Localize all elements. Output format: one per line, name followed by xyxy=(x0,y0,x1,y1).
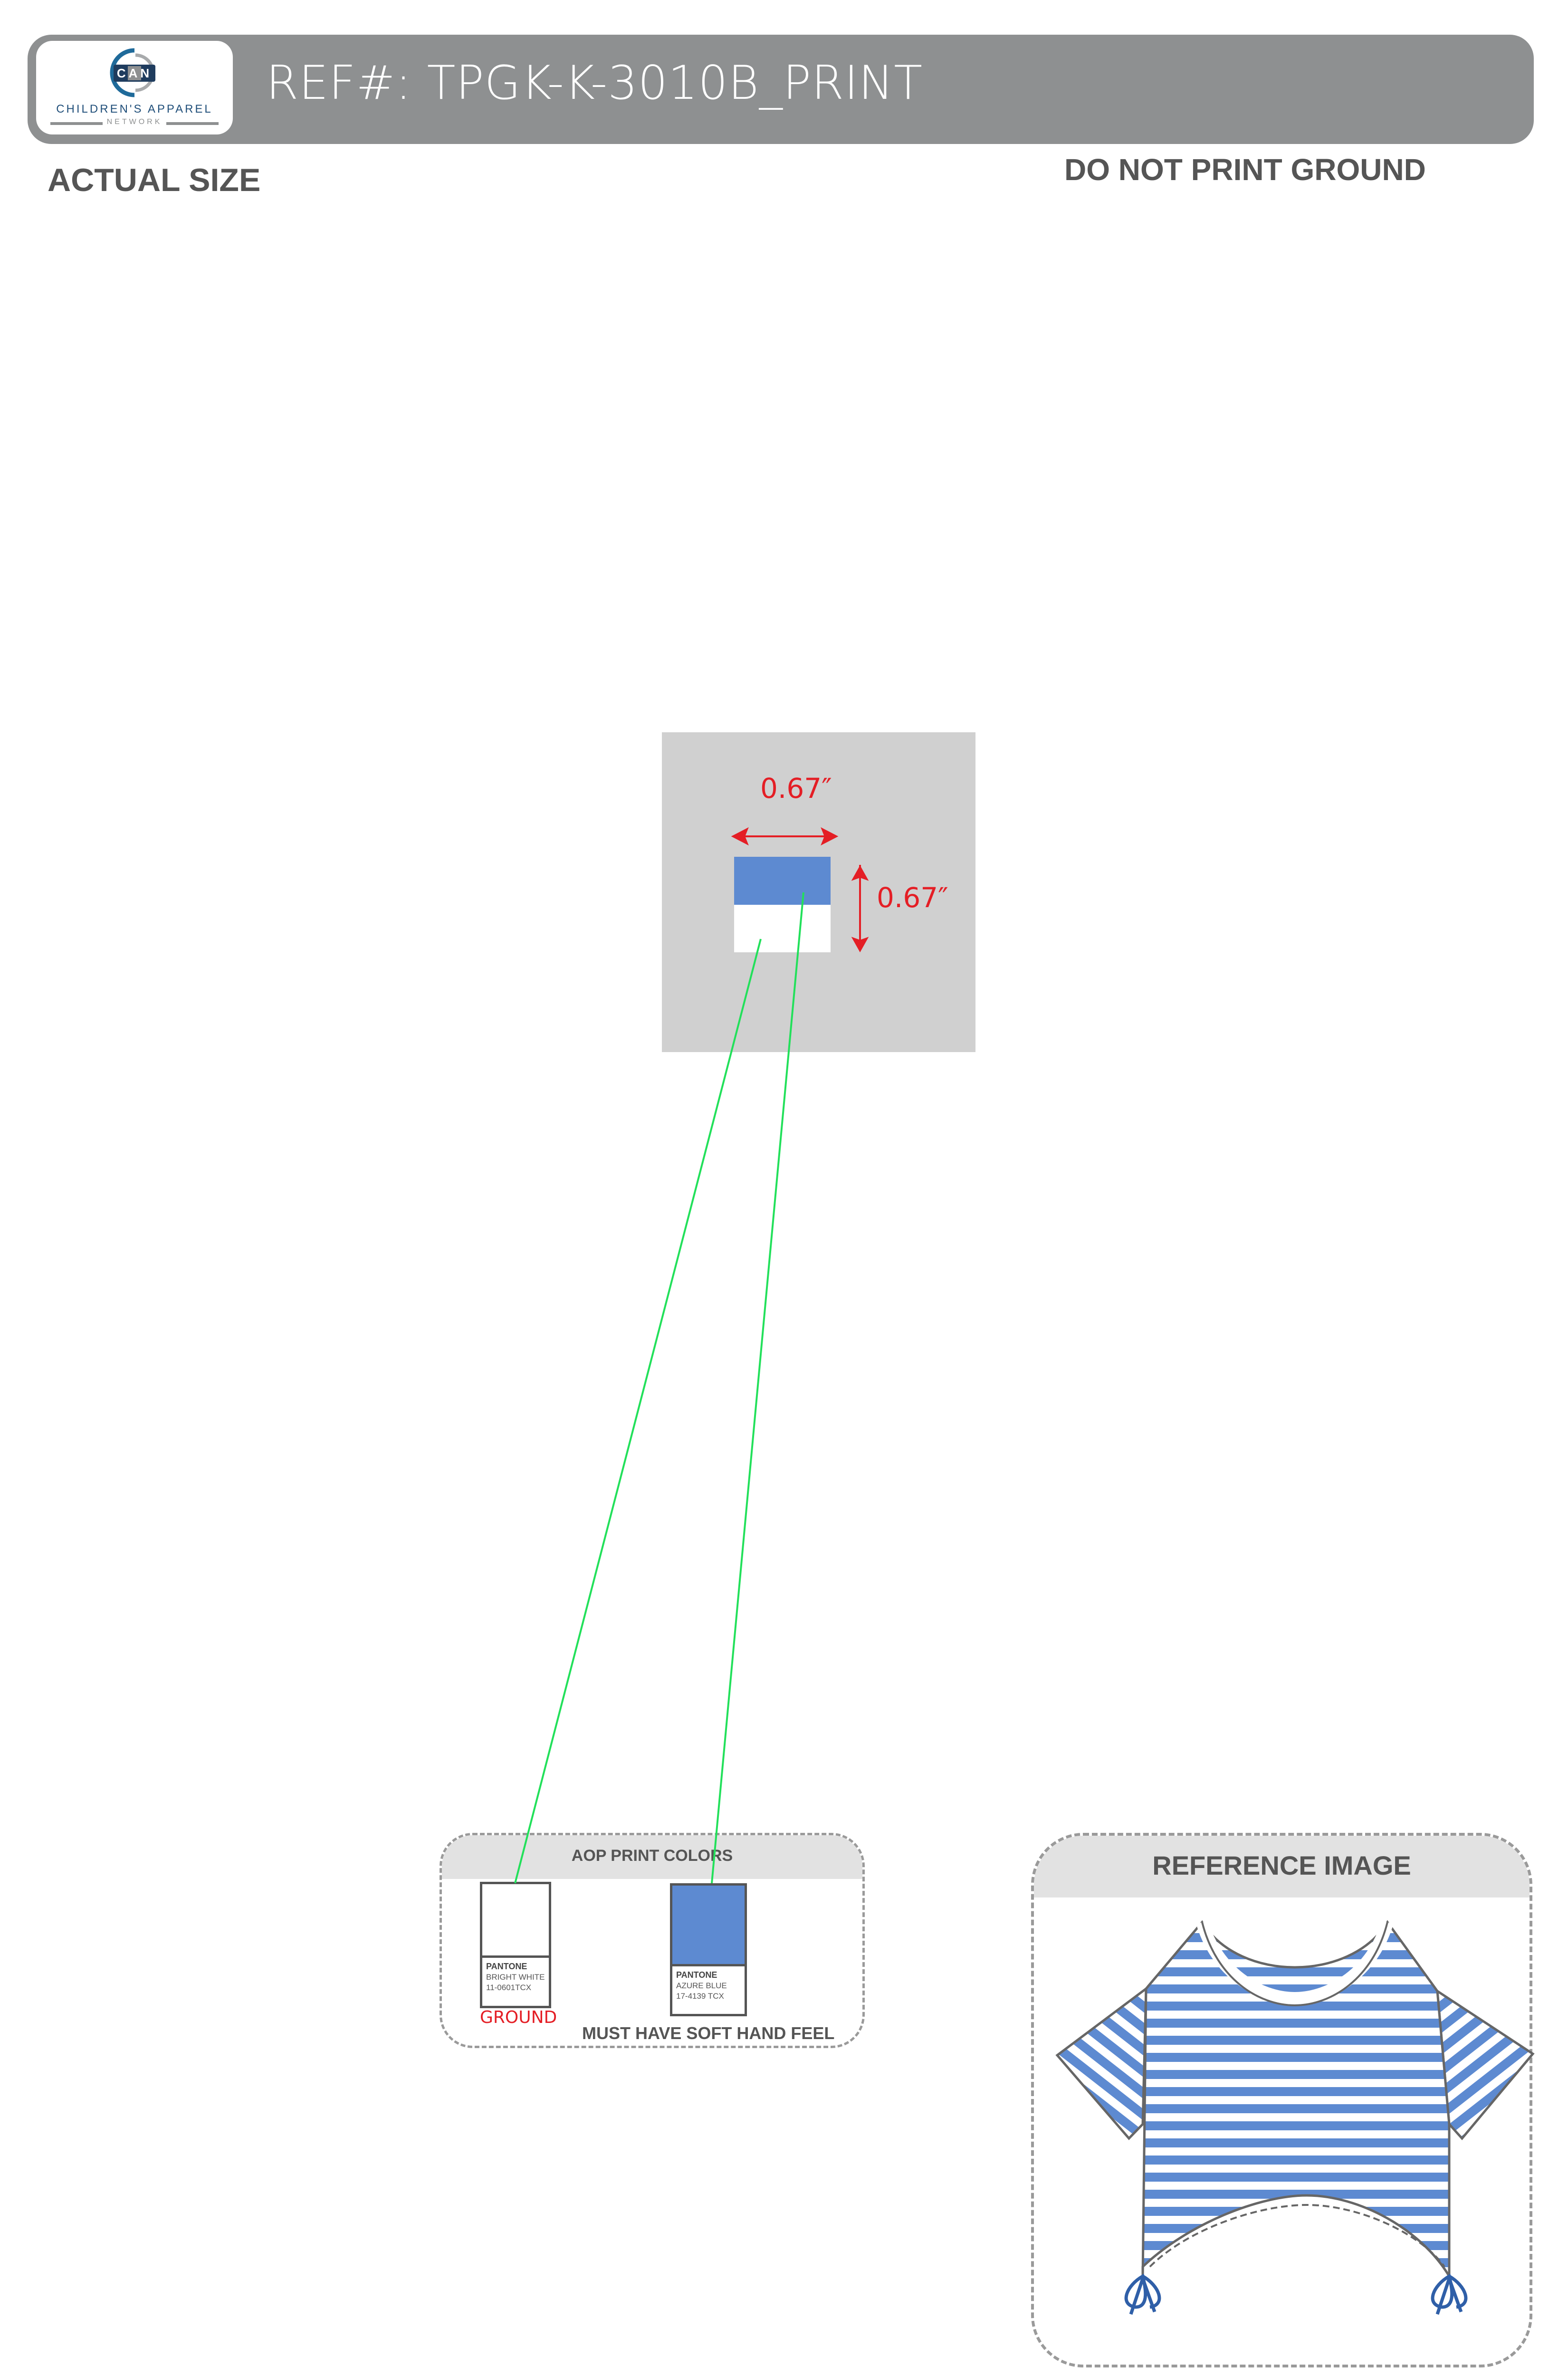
soft-hand-note: MUST HAVE SOFT HAND FEEL xyxy=(582,2023,835,2043)
chip-color-name: BRIGHT WHITE xyxy=(486,1973,545,1982)
reference-image-panel: REFERENCE IMAGE xyxy=(1031,1833,1532,2367)
page-title: REF#: TPGK-K-3010B_PRINT xyxy=(266,56,923,110)
do-not-print-note: DO NOT PRINT GROUND xyxy=(1064,153,1426,187)
logo-rule-left xyxy=(50,122,103,125)
can-logo-icon: CAN xyxy=(110,48,155,97)
chip-swatch xyxy=(672,1886,745,1966)
logo-brand-sub: NETWORK xyxy=(106,118,163,126)
chip-brand: PANTONE xyxy=(676,1970,717,1980)
height-dimension-label: 0.67″ xyxy=(877,881,948,914)
width-dimension-label: 0.67″ xyxy=(760,772,832,805)
callout-line-white xyxy=(514,939,762,1884)
reference-panel-title: REFERENCE IMAGE xyxy=(1152,1850,1411,1880)
repeat-stripe-blue xyxy=(734,857,831,905)
company-logo: CAN CHILDREN'S APPAREL NETWORK xyxy=(36,41,233,134)
chip-brand: PANTONE xyxy=(486,1962,527,1971)
chip-color-name: AZURE BLUE xyxy=(676,1981,727,1990)
actual-size-note: ACTUAL SIZE xyxy=(48,162,261,198)
reference-panel-header xyxy=(1034,1836,1530,1897)
logo-badge-text: CAN xyxy=(117,66,152,80)
repeat-stripe-white xyxy=(734,905,831,952)
chip-label: PANTONE BRIGHT WHITE 11-0601TCX xyxy=(486,1961,545,1993)
ground-label: GROUND xyxy=(480,2008,557,2027)
logo-brand-name: CHILDREN'S APPAREL xyxy=(56,103,213,115)
chip-color-code: 11-0601TCX xyxy=(486,1983,532,1992)
logo-rule-right xyxy=(166,122,219,125)
chip-label: PANTONE AZURE BLUE 17-4139 TCX xyxy=(676,1970,727,2002)
color-chip-azure-blue: PANTONE AZURE BLUE 17-4139 TCX xyxy=(670,1883,747,2016)
aop-panel-title: AOP PRINT COLORS xyxy=(571,1847,733,1865)
chip-swatch xyxy=(482,1884,549,1958)
color-chip-bright-white: PANTONE BRIGHT WHITE 11-0601TCX xyxy=(480,1882,551,2008)
chip-color-code: 17-4139 TCX xyxy=(676,1992,724,2001)
header-bar xyxy=(28,35,1534,144)
